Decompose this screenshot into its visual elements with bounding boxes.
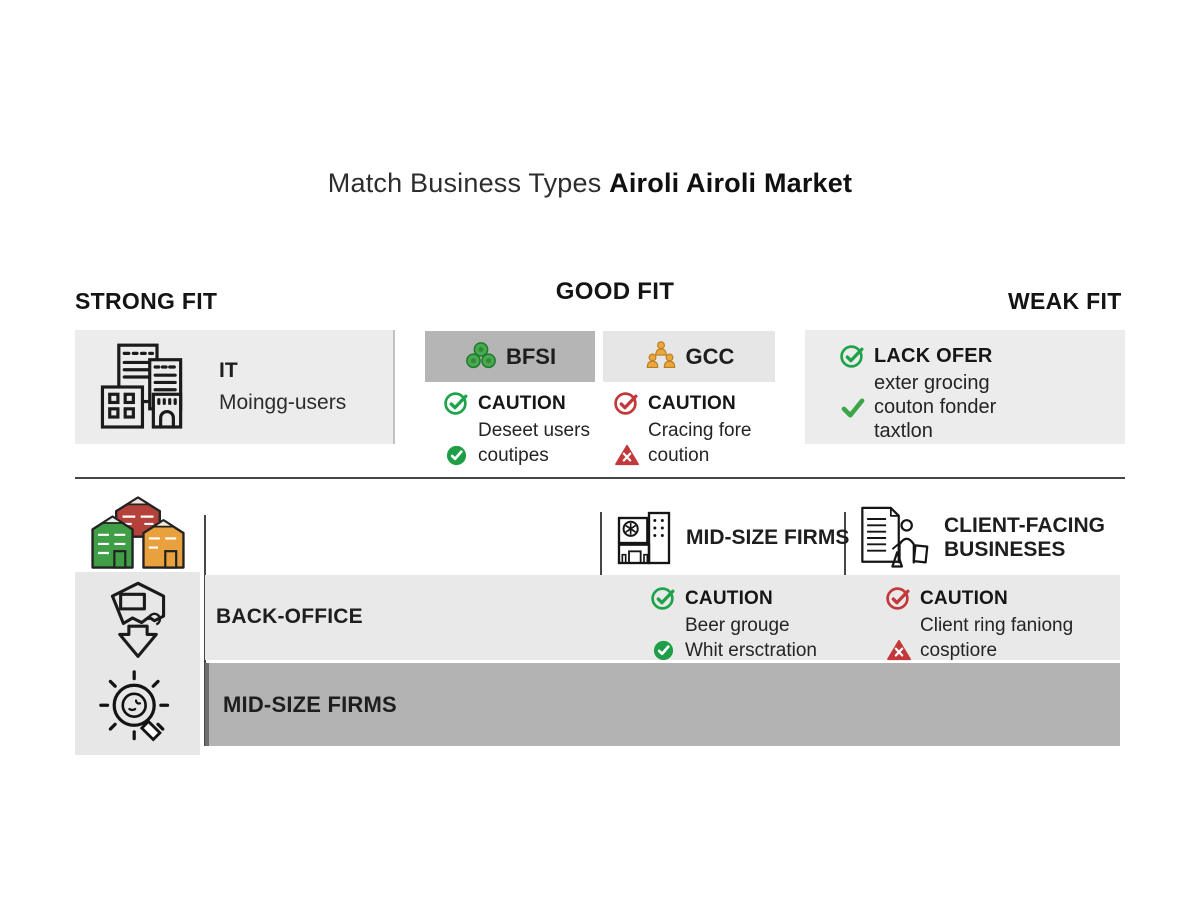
green-cluster-icon [464,340,498,374]
strong-fit-card-title: IT [219,359,238,382]
circle-check-red-icon [885,585,912,612]
bfsi-caution-row: CAUTION [443,390,590,417]
weak-fit-list: LACK OFER exter grocing couton fonder ta… [839,343,1125,442]
bfsi-row-2: Deseet users [443,420,590,441]
orange-people-icon [644,340,678,374]
page-title-bold: Airoli Airoli Market [609,168,853,198]
magnifier-germ-icon [98,669,178,751]
weak-row-3: couton fonder [839,397,1125,418]
midsize-column-header: MID-SIZE FIRMS [614,507,849,569]
cell-caution-row: CAUTION [885,585,1073,612]
gcc-line3-text: coution [648,444,710,466]
filled-check-green-icon [650,639,677,662]
check-green-icon [839,397,866,418]
back-office-row-label: BACK-OFFICE [216,605,363,628]
good-fit-header: GOOD FIT [555,278,675,305]
weak-row-2: exter grocing [839,373,1125,394]
left-icon-panel [75,572,200,755]
midsize-column-header-label: MID-SIZE FIRMS [686,526,850,549]
client-facing-column-header: CLIENT-FACING BUSINESES [856,503,1105,573]
strong-fit-header: STRONG FIT [75,288,218,314]
cell-line3-text: cosptiore [920,639,998,661]
bfsi-row-3: coutipes [443,444,590,467]
weak-line2-text: exter grocing [874,372,990,394]
strong-fit-text: IT Moingg-users [219,359,346,415]
page-title-regular: Match Business Types [327,168,602,198]
cell-row-2: Beer grouge [650,615,817,636]
weak-fit-card: LACK OFER exter grocing couton fonder ta… [805,330,1125,444]
gcc-caution-row: CAUTION [613,390,752,417]
weak-fit-header: WEAK FIT [1008,288,1122,314]
document-person-icon [856,503,932,573]
gcc-caution-list: CAUTION Cracing fore coution [613,390,752,466]
section-divider [75,477,1125,479]
cell-caution-text: CAUTION [685,588,773,609]
gcc-caution-text: CAUTION [648,393,736,414]
weak-line3-text: couton fonder [874,396,997,418]
client-facing-line1: CLIENT-FACING [944,514,1105,537]
circle-check-red-icon [613,390,640,417]
bfsi-label: BFSI [505,343,557,369]
mid-size-firms-row: MID-SIZE FIRMS [205,663,1120,746]
shield-arrow-icon [101,576,175,660]
circle-check-green-icon [650,585,677,612]
mid-size-firms-row-label: MID-SIZE FIRMS [223,691,397,717]
cell-row-3: Whit ersctration [650,639,817,662]
weak-heading-text: LACK OFER [874,345,993,367]
strong-fit-card-desc: Moingg-users [219,391,347,414]
office-buildings-icon [97,339,197,435]
weak-row-4: taxtlon [839,421,1125,442]
circle-check-green-icon [443,390,470,417]
bfsi-line2-text: Deseet users [478,420,590,441]
back-office-midsize-cell: CAUTION Beer grouge Whit ersctration [650,585,817,662]
gcc-row-3: coution [613,444,752,466]
weak-line4-text: taxtlon [874,420,933,442]
back-office-client-cell: CAUTION Client ring faniong cosptiore [885,585,1073,661]
bfsi-caution-text: CAUTION [478,393,566,414]
gcc-line2-text: Cracing fore [648,420,752,441]
bfsi-caution-list: CAUTION Deseet users coutipes [443,390,590,467]
cell-line2-text: Client ring faniong [920,615,1074,636]
cell-row-3: cosptiore [885,639,1073,661]
cell-caution-text: CAUTION [920,588,1008,609]
client-facing-line2: BUSINESES [944,538,1066,561]
bfsi-line3-text: coutipes [478,445,549,466]
warning-triangle-red-icon [885,639,912,661]
midsize-building-icon [614,507,674,569]
weak-heading-row: LACK OFER [839,343,1125,370]
cell-row-2: Client ring faniong [885,615,1073,636]
strong-fit-card: IT Moingg-users [75,330,395,444]
warning-triangle-red-icon [613,444,640,466]
cell-line2-text: Beer grouge [685,615,790,636]
circle-check-green-icon [839,343,866,370]
gcc-label: GCC [685,343,735,369]
gcc-row-2: Cracing fore [613,420,752,441]
bfsi-segment-header: BFSI [425,331,595,382]
client-facing-column-header-label: CLIENT-FACING BUSINESES [944,514,1105,562]
gcc-segment-header: GCC [603,331,775,382]
page-title: Match Business Types Airoli Airoli Marke… [0,168,1180,199]
filled-check-green-icon [443,444,470,467]
cell-line3-text: Whit ersctration [685,640,817,661]
colored-houses-icon [88,494,188,572]
cell-caution-row: CAUTION [650,585,817,612]
